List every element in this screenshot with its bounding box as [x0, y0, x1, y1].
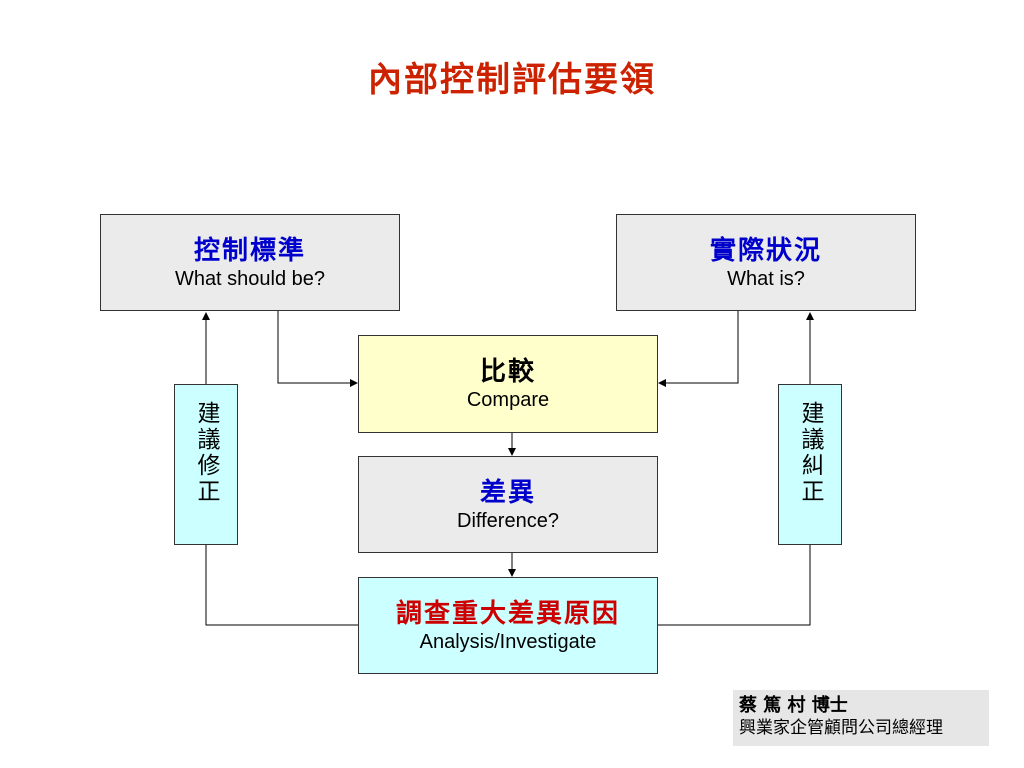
left-feedback-label: 建議修正 [193, 401, 219, 505]
author-name: 蔡 篤 村 博士 [739, 695, 848, 716]
line-analysis-to-right-box [658, 545, 811, 626]
standard-box: 控制標準 What should be? [100, 214, 400, 311]
right-feedback-label: 建議糾正 [797, 401, 823, 505]
author-company: 興業家企管顧問公司總經理 [739, 718, 943, 738]
difference-label-zh: 差異 [479, 477, 536, 508]
arrow-actual-to-compare [658, 311, 739, 387]
page-title: 內部控制評估要領 [368, 60, 656, 100]
actual-label-en: What is? [727, 267, 805, 290]
analysis-label-zh: 調查重大差異原因 [395, 598, 620, 629]
right-feedback-box: 建議糾正 [778, 384, 842, 545]
difference-label-en: Difference? [457, 509, 559, 532]
line-analysis-to-left-box [205, 545, 358, 626]
difference-box: 差異 Difference? [358, 456, 658, 553]
compare-label-zh: 比較 [479, 357, 536, 387]
actual-box: 實際狀況 What is? [616, 214, 916, 311]
arrow-standard-to-compare [277, 311, 358, 387]
standard-label-en: What should be? [174, 267, 326, 290]
standard-label-zh: 控制標準 [193, 235, 306, 266]
analysis-box: 調查重大差異原因 Analysis/Investigate [358, 577, 658, 674]
actual-label-zh: 實際狀況 [709, 235, 822, 266]
compare-box: 比較 Compare [358, 335, 658, 433]
analysis-label-en: Analysis/Investigate [419, 630, 597, 653]
compare-label-en: Compare [466, 389, 550, 411]
author-box: 蔡 篤 村 博士 興業家企管顧問公司總經理 [733, 690, 989, 746]
left-feedback-box: 建議修正 [174, 384, 238, 545]
